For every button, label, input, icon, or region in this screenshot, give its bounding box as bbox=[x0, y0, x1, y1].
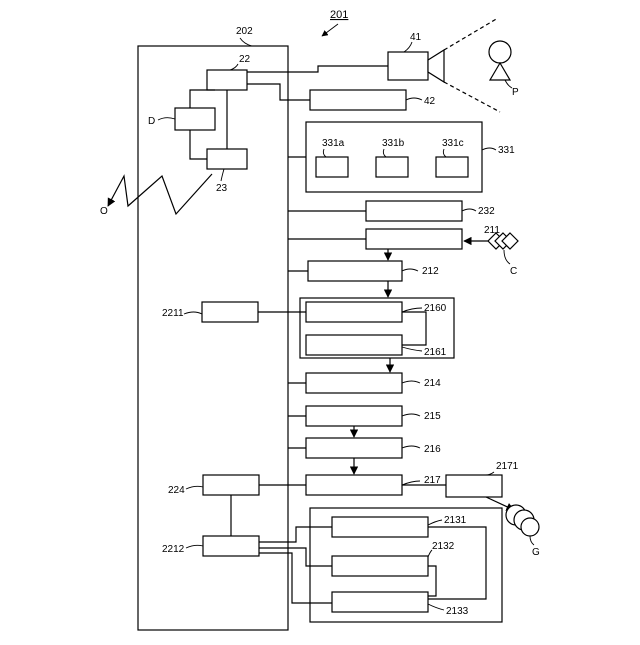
coin-label: G bbox=[532, 547, 540, 558]
card-label: C bbox=[510, 266, 517, 277]
block-214 bbox=[306, 373, 402, 393]
block-2161 bbox=[306, 335, 402, 355]
camera-lens bbox=[428, 50, 444, 82]
block-217 bbox=[306, 475, 402, 495]
block-2133 bbox=[332, 592, 428, 612]
block-224 bbox=[203, 475, 259, 495]
block-2133-label: 2133 bbox=[446, 606, 469, 617]
block-2160 bbox=[306, 302, 402, 322]
block-2211 bbox=[202, 302, 258, 322]
block-214-leader bbox=[402, 381, 420, 383]
block-217-label: 217 bbox=[424, 475, 441, 486]
wireless-target-label: O bbox=[100, 206, 108, 217]
block-331b bbox=[376, 157, 408, 177]
block-232-label: 232 bbox=[478, 206, 495, 217]
block-331-leader bbox=[482, 148, 496, 150]
block-23-label: 23 bbox=[216, 183, 228, 194]
block-42 bbox=[310, 90, 406, 110]
block-2160-label: 2160 bbox=[424, 303, 447, 314]
block-216-leader bbox=[402, 446, 420, 448]
block-d-label: D bbox=[148, 116, 155, 127]
block-2161-label: 2161 bbox=[424, 347, 447, 358]
block-212-leader bbox=[402, 269, 418, 271]
figure-number: 201 bbox=[330, 9, 348, 21]
main-unit-label: 202 bbox=[236, 26, 253, 37]
block-215-label: 215 bbox=[424, 411, 441, 422]
block-2132-label: 2132 bbox=[432, 541, 455, 552]
block-2171-label: 2171 bbox=[496, 461, 519, 472]
block-2211-label: 2211 bbox=[162, 308, 184, 319]
block-331b-label: 331b bbox=[382, 138, 405, 149]
block-212 bbox=[308, 261, 402, 281]
person-leader bbox=[505, 80, 512, 88]
camera-label: 41 bbox=[410, 32, 422, 43]
block-331-label: 331 bbox=[498, 145, 515, 156]
block-22 bbox=[207, 70, 247, 90]
block-42-leader bbox=[406, 98, 422, 100]
block-224-label: 224 bbox=[168, 485, 185, 496]
block-42-label: 42 bbox=[424, 96, 436, 107]
block-232 bbox=[366, 201, 462, 221]
block-232-leader bbox=[462, 209, 476, 211]
block-212-label: 212 bbox=[422, 266, 439, 277]
block-2131-label: 2131 bbox=[444, 515, 467, 526]
block-22-label: 22 bbox=[239, 54, 251, 65]
block-214-label: 214 bbox=[424, 378, 441, 389]
block-331c-label: 331c bbox=[442, 138, 464, 149]
camera-body bbox=[388, 52, 428, 80]
figure-pointer bbox=[322, 24, 338, 36]
person-head bbox=[489, 41, 511, 63]
person-label: P bbox=[512, 87, 519, 98]
view-line-top bbox=[444, 18, 498, 50]
block-23 bbox=[207, 149, 247, 169]
camera-leader bbox=[404, 42, 412, 52]
person-body bbox=[490, 63, 510, 80]
card-leader bbox=[504, 250, 510, 264]
block-216-label: 216 bbox=[424, 444, 441, 455]
block-331a-label: 331a bbox=[322, 138, 345, 149]
block-d bbox=[175, 108, 215, 130]
block-211 bbox=[366, 229, 462, 249]
block-2131 bbox=[332, 517, 428, 537]
view-line-bottom bbox=[444, 82, 500, 112]
main-unit-leader bbox=[240, 38, 252, 46]
coin-3 bbox=[521, 518, 539, 536]
block-215 bbox=[306, 406, 402, 426]
block-2132 bbox=[332, 556, 428, 576]
block-331c bbox=[436, 157, 468, 177]
block-216 bbox=[306, 438, 402, 458]
block-2171 bbox=[446, 475, 502, 497]
block-2212-label: 2212 bbox=[162, 544, 185, 555]
coin-leader bbox=[530, 536, 534, 545]
block-2212 bbox=[203, 536, 259, 556]
block-215-leader bbox=[402, 414, 420, 416]
block-331a bbox=[316, 157, 348, 177]
